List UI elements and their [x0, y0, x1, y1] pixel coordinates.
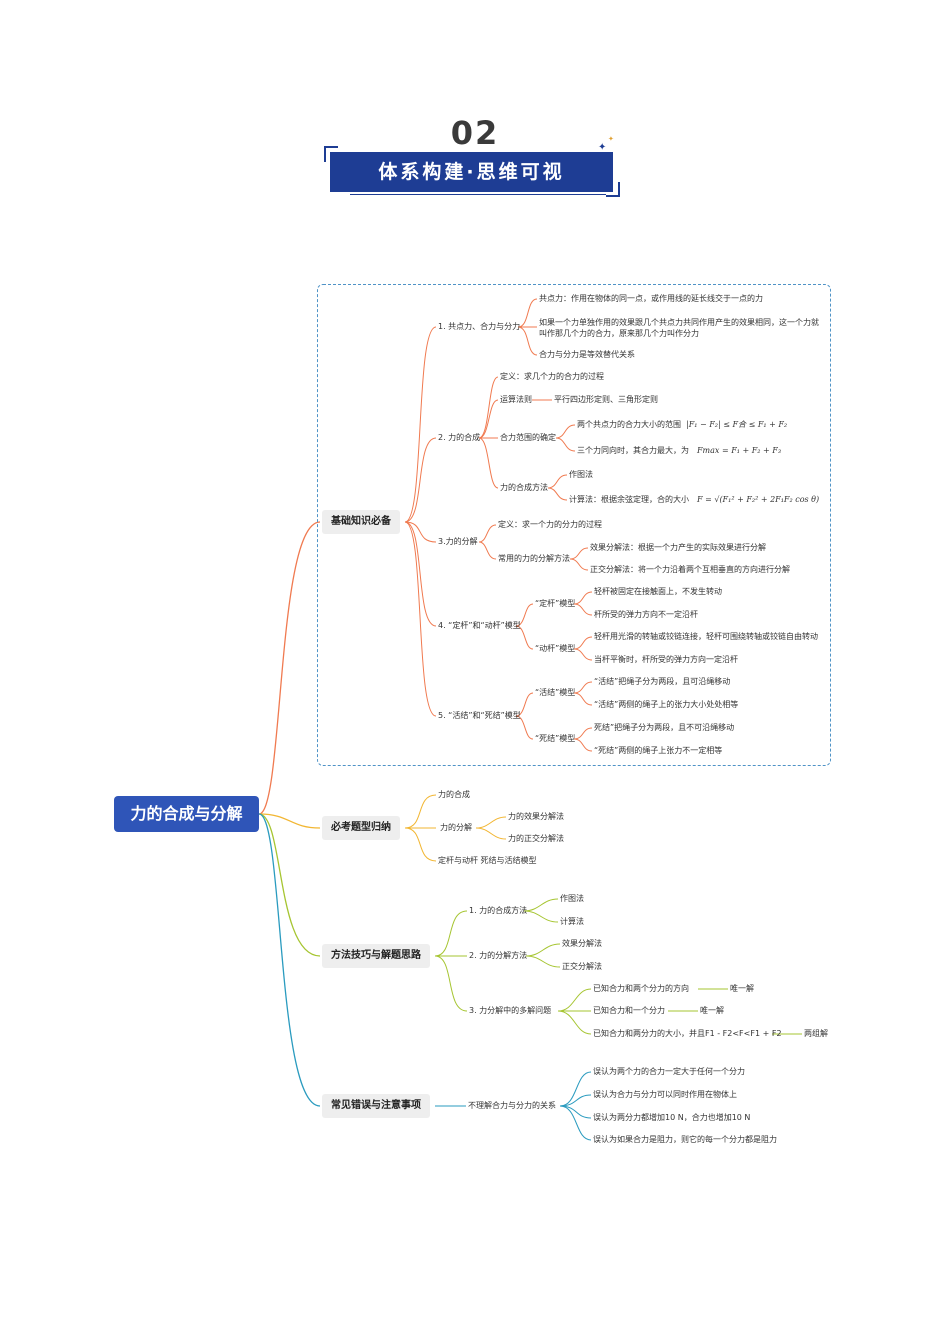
c3-leaf: 已知合力和一个分力 — [593, 1006, 665, 1015]
c2-leaf: 力的正交分解法 — [508, 834, 564, 843]
c3-leaf: 已知合力和两分力的大小，并且F1 - F2<F<F1 + F2 — [593, 1029, 782, 1038]
c1-s5-leaf: “死结”两侧的绳子上张力不一定相等 — [594, 746, 723, 755]
category-basic-knowledge[interactable]: 基础知识必备 — [322, 510, 400, 534]
c1-s1-label[interactable]: 1. 共点力、合力与分力 — [438, 322, 521, 331]
c1-s2-method-formula: F = √(F₁² + F₂² + 2F₁F₂ cos θ) — [697, 495, 820, 504]
c1-s5-model[interactable]: “活结”模型 — [535, 688, 576, 697]
mindmap-root[interactable]: 力的合成与分解 — [114, 796, 259, 832]
c2-item[interactable]: 力的分解 — [440, 823, 472, 832]
c1-s1-leaf: 如果一个力单独作用的效果跟几个共点力共同作用产生的效果相同，这一个力就叫作那几个… — [539, 318, 819, 338]
c1-s2-range-leaf: 三个力同向时，其合力最大，为 — [577, 446, 689, 455]
c1-s4-leaf: 轻杆被固定在接触面上，不发生转动 — [594, 587, 722, 596]
c1-s2-method-leaf: 作图法 — [569, 470, 593, 479]
c4-leaf: 误认为如果合力是阻力，则它的每一个分力都是阻力 — [593, 1135, 777, 1144]
sparkle-icon: ✦ — [598, 142, 607, 153]
c4-leaf: 误认为两个力的合力一定大于任何一个分力 — [593, 1067, 745, 1076]
c1-s4-leaf: 杆所受的弹力方向不一定沿杆 — [594, 610, 698, 619]
c1-s3-def: 定义：求一个力的分力的过程 — [498, 520, 602, 529]
c1-s1-leaf: 合力与分力是等效替代关系 — [539, 350, 635, 359]
c3-leaf: 已知合力和两个分力的方向 — [593, 984, 689, 993]
c1-s2-range-formula: |F₁ − F₂| ≤ F合 ≤ F₁ + F₂ — [686, 420, 788, 429]
banner-frame-top-left — [324, 146, 338, 162]
c3-section[interactable]: 2. 力的分解方法 — [469, 951, 528, 960]
c1-s4-label[interactable]: 4. “定杆”和“动杆”模型 — [438, 621, 521, 630]
c3-result: 唯一解 — [700, 1006, 724, 1015]
c2-item[interactable]: 力的合成 — [438, 790, 470, 799]
c1-s2-def: 定义：求几个力的合力的过程 — [500, 372, 604, 381]
c1-s5-label[interactable]: 5. “活结”和“死结”模型 — [438, 711, 521, 720]
sparkle-icon: ✦ — [608, 135, 614, 143]
link-root-c3 — [258, 813, 321, 957]
c2-item[interactable]: 定杆与动杆 死结与活结模型 — [438, 856, 537, 865]
link-root-c2 — [258, 813, 321, 829]
c3-result: 唯一解 — [730, 984, 754, 993]
c1-s5-leaf: “活结”两侧的绳子上的张力大小处处相等 — [594, 700, 739, 709]
section-number: 02 — [450, 114, 500, 152]
category-common-errors[interactable]: 常见错误与注意事项 — [322, 1094, 430, 1118]
category-methods[interactable]: 方法技巧与解题思路 — [322, 944, 430, 968]
c1-s2-method[interactable]: 力的合成方法 — [500, 483, 548, 492]
c1-s2-range[interactable]: 合力范围的确定 — [500, 433, 556, 442]
banner-frame-line — [350, 194, 606, 195]
c1-s4-model[interactable]: “动杆”模型 — [535, 644, 576, 653]
c1-s3-common[interactable]: 常用的力的分解方法 — [498, 554, 570, 563]
c1-s1-leaf: 共点力：作用在物体的同一点，或作用线的延长线交于一点的力 — [539, 294, 763, 303]
c4-leaf: 误认为合力与分力可以同时作用在物体上 — [593, 1090, 737, 1099]
c1-s4-model[interactable]: “定杆”模型 — [535, 599, 576, 608]
c3-leaf: 效果分解法 — [562, 939, 602, 948]
c1-s3-leaf: 正交分解法：将一个力沿着两个互相垂直的方向进行分解 — [590, 565, 790, 574]
c1-s3-leaf: 效果分解法：根据一个力产生的实际效果进行分解 — [590, 543, 766, 552]
section-title-banner: 体系构建·思维可视 — [330, 152, 613, 192]
c1-s5-model[interactable]: “死结”模型 — [535, 734, 576, 743]
c4-leaf: 误认为两分力都增加10 N，合力也增加10 N — [593, 1113, 751, 1122]
c3-leaf: 计算法 — [560, 917, 584, 926]
link-root-c4 — [258, 813, 321, 1107]
c4-section[interactable]: 不理解合力与分力的关系 — [468, 1101, 556, 1110]
c1-s3-label[interactable]: 3.力的分解 — [438, 537, 478, 546]
c1-s5-leaf: “活结”把绳子分为两段，且可沿绳移动 — [594, 677, 731, 686]
c1-s4-leaf: 当杆平衡时，杆所受的弹力方向一定沿杆 — [594, 655, 738, 664]
c1-s2-rule-leaf: 平行四边形定则、三角形定则 — [554, 395, 658, 404]
c1-s4-leaf: 轻杆用光滑的转轴或铰链连接，轻杆可围绕转轴或铰链自由转动 — [594, 632, 818, 641]
c1-s2-label[interactable]: 2. 力的合成 — [438, 433, 481, 442]
knowledge-box — [317, 284, 831, 766]
c3-leaf: 正交分解法 — [562, 962, 602, 971]
c1-s2-method-leaf: 计算法：根据余弦定理，合的大小 — [569, 495, 689, 504]
category-question-types[interactable]: 必考题型归纳 — [322, 816, 400, 840]
c3-result: 两组解 — [804, 1029, 828, 1038]
c3-leaf: 作图法 — [560, 894, 584, 903]
c3-section[interactable]: 1. 力的合成方法 — [469, 906, 528, 915]
c2-leaf: 力的效果分解法 — [508, 812, 564, 821]
c3-section[interactable]: 3. 力分解中的多解问题 — [469, 1006, 552, 1015]
c1-s2-range-formula: Fmax = F₁ + F₂ + F₃ — [697, 446, 782, 455]
link-root-c1 — [258, 521, 321, 815]
c1-s2-rule[interactable]: 运算法则 — [500, 395, 532, 404]
c1-s5-leaf: 死结”把绳子分为两段，且不可沿绳移动 — [594, 723, 735, 732]
c1-s2-range-leaf: 两个共点力的合力大小的范围 — [577, 420, 681, 429]
banner-frame-bottom-right — [606, 182, 620, 197]
